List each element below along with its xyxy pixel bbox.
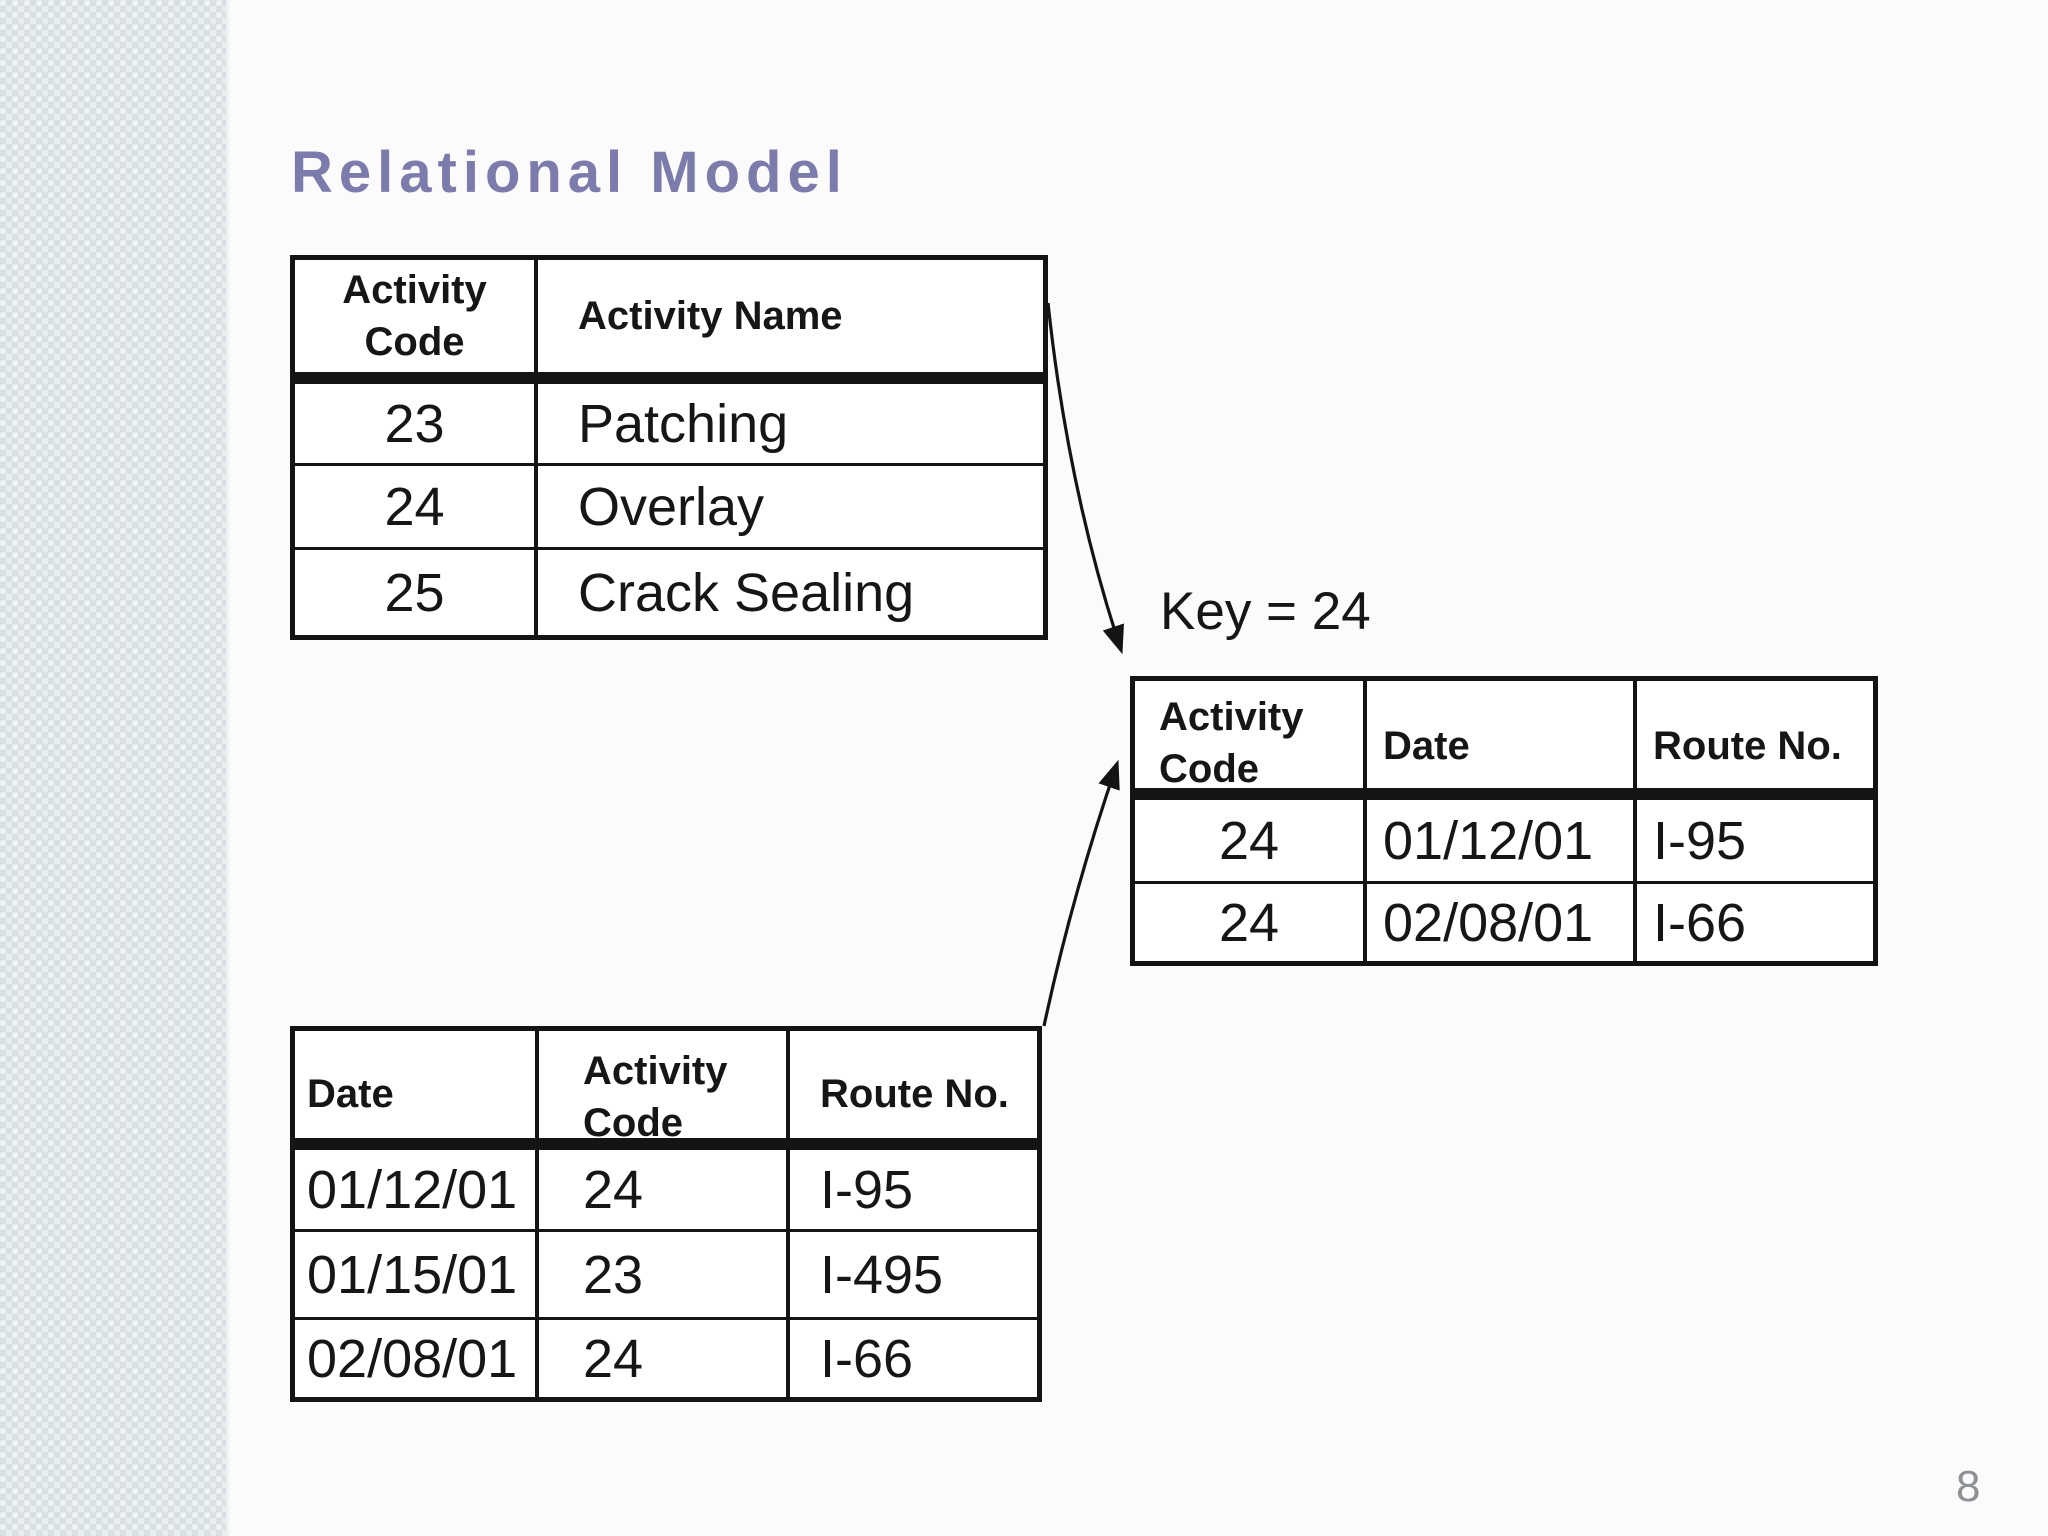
table-cell: 02/08/01 [1367, 884, 1637, 961]
arrow-activities-to-selection-icon [1046, 302, 1124, 655]
table-header-cell: Date [295, 1031, 539, 1150]
cell-value: 01/15/01 [307, 1244, 518, 1305]
table-cell: 24 [1135, 884, 1367, 961]
cell-value: 24 [583, 1159, 644, 1220]
cell-value: I-495 [820, 1244, 944, 1305]
header-label: Date [1383, 724, 1470, 768]
table-cell: I-495 [790, 1232, 1037, 1320]
header-label: Activity Code [583, 1049, 728, 1145]
table-header-cell: Route No. [1637, 681, 1873, 800]
cell-value: I-66 [820, 1328, 914, 1389]
cell-value: 24 [583, 1328, 644, 1389]
cell-value: I-95 [820, 1159, 914, 1220]
cell-value: Patching [578, 393, 789, 454]
slide-title: Relational Model [291, 140, 848, 205]
table-cell: I-66 [790, 1320, 1037, 1397]
cell-value: 23 [384, 393, 445, 454]
activity-types-table: Activity Code Activity Name 23 Patching … [290, 255, 1048, 640]
table-cell: 01/12/01 [295, 1150, 539, 1232]
table-header-cell: Activity Code [539, 1031, 790, 1150]
header-label: Route No. [1653, 724, 1842, 768]
table-cell: 02/08/01 [295, 1320, 539, 1397]
table-cell: 24 [295, 466, 538, 550]
arrow-log-to-selection-icon [1042, 759, 1120, 1027]
page-number: 8 [1956, 1462, 1981, 1511]
table-header-cell: Activity Code [295, 260, 538, 384]
slide-side-texture-strip [0, 0, 229, 1536]
table-cell: Overlay [538, 466, 1043, 550]
header-label: Activity Code [342, 268, 487, 364]
table-header-cell: Activity Name [538, 260, 1043, 384]
header-label: Activity Code [1159, 695, 1304, 791]
selected-activity-table: Activity Code Date Route No. 24 01/12/01… [1130, 676, 1878, 966]
table-cell: I-95 [790, 1150, 1037, 1232]
cell-value: 25 [384, 562, 445, 623]
cell-value: Crack Sealing [578, 562, 915, 623]
cell-value: I-66 [1653, 892, 1747, 953]
cell-value: 24 [384, 476, 445, 537]
table-cell: 23 [295, 384, 538, 466]
cell-value: 23 [583, 1244, 644, 1305]
cell-value: 24 [1218, 810, 1280, 871]
cell-value: 24 [1218, 892, 1280, 953]
table-header-cell: Date [1367, 681, 1637, 800]
table-cell: 23 [539, 1232, 790, 1320]
header-label: Activity Name [578, 294, 843, 338]
cell-value: 02/08/01 [307, 1328, 518, 1389]
cell-value: 01/12/01 [307, 1159, 518, 1220]
cell-value: I-95 [1653, 810, 1747, 871]
table-cell: I-95 [1637, 800, 1873, 884]
table-cell: I-66 [1637, 884, 1873, 961]
table-cell: 24 [539, 1320, 790, 1397]
table-cell: 01/12/01 [1367, 800, 1637, 884]
table-cell: 24 [539, 1150, 790, 1232]
cell-value: 01/12/01 [1383, 810, 1594, 871]
table-cell: 25 [295, 550, 538, 635]
activity-log-table: Date Activity Code Route No. 01/12/01 24… [290, 1026, 1042, 1402]
table-cell: Patching [538, 384, 1043, 466]
table-cell: Crack Sealing [538, 550, 1043, 635]
header-label: Date [307, 1072, 394, 1116]
cell-value: 02/08/01 [1383, 892, 1594, 953]
table-header-cell: Activity Code [1135, 681, 1367, 800]
cell-value: Overlay [578, 476, 765, 537]
key-annotation: Key = 24 [1160, 582, 1371, 641]
table-cell: 01/15/01 [295, 1232, 539, 1320]
header-label: Route No. [820, 1072, 1009, 1116]
table-header-cell: Route No. [790, 1031, 1037, 1150]
table-cell: 24 [1135, 800, 1367, 884]
